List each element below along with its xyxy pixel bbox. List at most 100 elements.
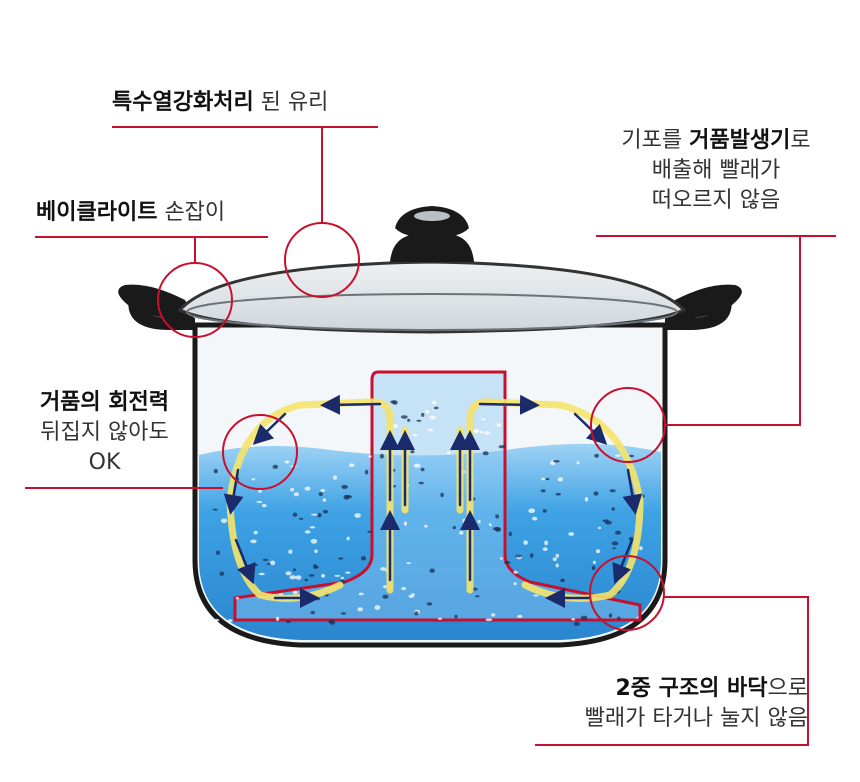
- callout-bottom: 2중 구조의 바닥으로 빨래가 타거나 눌지 않음: [520, 674, 808, 734]
- bubble: [429, 568, 435, 573]
- bubble: [334, 574, 341, 577]
- bubble: [418, 481, 424, 485]
- callout-lid-line1-pre: 기포를: [621, 128, 690, 153]
- bubble: [513, 570, 519, 574]
- bubble: [541, 477, 546, 481]
- bubble: [310, 513, 318, 516]
- bubble: [499, 557, 503, 560]
- bubble: [258, 489, 262, 493]
- bubble: [594, 453, 599, 458]
- bubble: [542, 547, 548, 551]
- bubble: [545, 478, 550, 481]
- bubble: [333, 475, 337, 480]
- bubble: [485, 618, 493, 622]
- bubble: [568, 532, 575, 536]
- bubble: [383, 585, 387, 589]
- bubble: [440, 492, 444, 498]
- bubble: [479, 430, 483, 434]
- bubble: [314, 549, 318, 553]
- bubble: [523, 540, 528, 545]
- bubble: [341, 484, 348, 489]
- bubble: [425, 410, 430, 414]
- bubble: [597, 526, 602, 530]
- bubble: [367, 530, 373, 533]
- bubble: [310, 611, 315, 615]
- lid-knob: [390, 206, 474, 262]
- callout-lid-line3: 떠오르지 않음: [651, 188, 781, 213]
- bubble: [308, 574, 315, 577]
- callout-lid-line1-post: 로: [790, 128, 811, 153]
- bubble: [295, 575, 302, 580]
- bubble: [426, 602, 433, 606]
- bubble: [304, 530, 311, 534]
- bubble: [288, 549, 293, 554]
- bubble: [272, 464, 279, 469]
- callout-lid-line1-bold: 거품발생기: [689, 128, 791, 153]
- bubble: [382, 594, 389, 599]
- bubble: [609, 489, 616, 493]
- bubble: [491, 613, 496, 617]
- bubble: [437, 617, 443, 620]
- bubble: [580, 615, 588, 621]
- callout-bottom-line2: 빨래가 타거나 눌지 않음: [584, 706, 808, 731]
- callout-rotation-line3: OK: [88, 450, 121, 475]
- bubble: [262, 558, 269, 562]
- bubble: [413, 463, 421, 468]
- bubble: [424, 524, 428, 528]
- bubble: [293, 492, 299, 497]
- bubble: [483, 431, 491, 435]
- bubble: [593, 491, 599, 496]
- bubble: [515, 554, 522, 558]
- bubble: [407, 418, 411, 422]
- bubble: [410, 450, 415, 454]
- bubble: [628, 454, 635, 458]
- bubble: [421, 412, 425, 417]
- callout-glass-bold: 특수열강화처리: [112, 90, 254, 115]
- bubble: [380, 567, 387, 571]
- bubble: [617, 616, 621, 620]
- bubble: [433, 406, 439, 410]
- bubble: [213, 618, 220, 622]
- bubble: [496, 423, 502, 428]
- bubble: [269, 560, 276, 566]
- bubble: [626, 497, 630, 502]
- bubble: [613, 564, 620, 567]
- callout-rotation-line1: 거품의 회전력: [39, 390, 170, 415]
- bubble: [256, 500, 263, 504]
- bubble: [482, 451, 489, 456]
- bubble: [354, 513, 361, 518]
- callout-circle-bottom: [589, 555, 665, 631]
- bubble: [427, 428, 434, 432]
- circulation-flow: [223, 394, 644, 608]
- bubbles: [212, 398, 645, 626]
- bubble: [529, 553, 534, 558]
- bubble: [454, 614, 458, 619]
- bubble: [285, 571, 292, 576]
- callout-lid-line1: 기포를 거품발생기로: [596, 126, 836, 156]
- bubble: [508, 531, 512, 537]
- bubble: [446, 451, 451, 455]
- bubble: [299, 517, 304, 520]
- bubble: [392, 423, 398, 428]
- bubble: [364, 469, 369, 475]
- bubble: [595, 549, 601, 554]
- bubble: [488, 523, 492, 527]
- bubble: [318, 492, 323, 497]
- bubble: [492, 527, 500, 531]
- callout-circle-rotation: [222, 414, 298, 490]
- bubble: [285, 620, 291, 624]
- bubble: [555, 492, 561, 496]
- bubble: [227, 619, 233, 623]
- bubble: [554, 600, 559, 603]
- bubble: [346, 536, 350, 541]
- bubble: [213, 468, 218, 474]
- bubble: [309, 526, 316, 529]
- bubble: [591, 565, 596, 571]
- bubble: [304, 486, 311, 491]
- bubble: [401, 586, 407, 591]
- bubble: [254, 563, 258, 567]
- foam-generator: [233, 370, 642, 622]
- bubble: [571, 618, 576, 621]
- bubble: [411, 593, 415, 597]
- bubble: [481, 418, 486, 421]
